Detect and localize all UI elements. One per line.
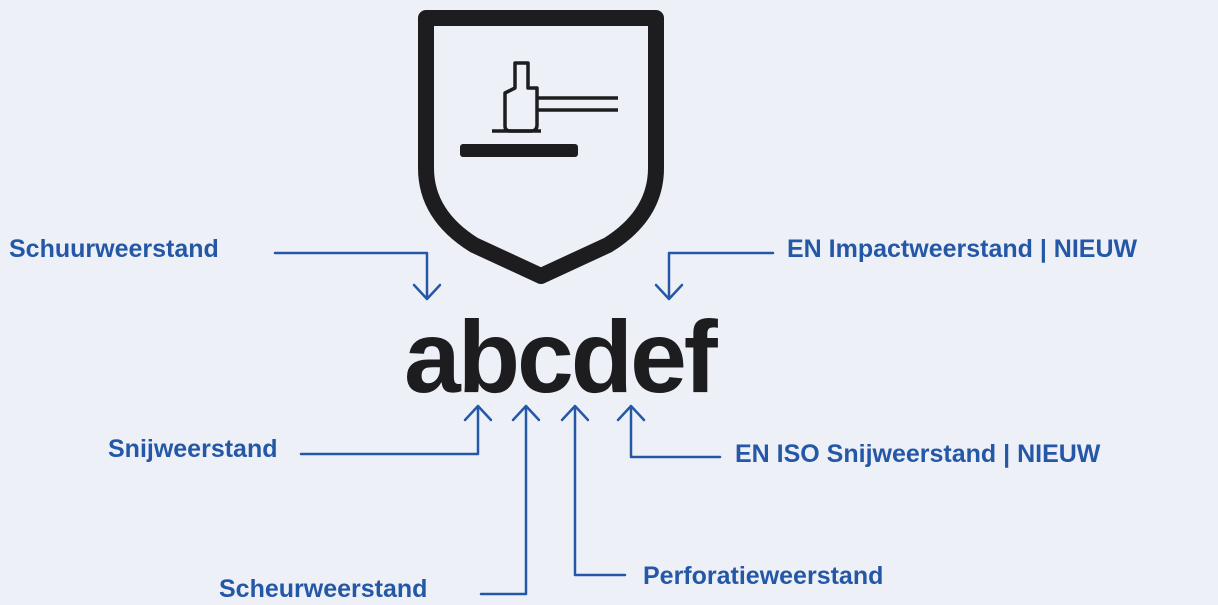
impact-connector — [654, 251, 775, 301]
label-cut-resistance: Snijweerstand — [108, 435, 278, 463]
surface-bar — [460, 144, 578, 157]
label-puncture-resistance: Perforatieweerstand — [643, 562, 884, 590]
puncture-connector — [560, 404, 627, 577]
abrasion-connector — [273, 251, 442, 301]
shield-hammer-impact-icon — [418, 10, 664, 284]
iso-cut-connector — [616, 404, 722, 459]
performance-code: abcdef — [404, 300, 718, 414]
hammer-head — [503, 61, 539, 133]
label-impact-resistance: EN Impactweerstand | NIEUW — [787, 235, 1138, 263]
shield-outline — [418, 10, 664, 284]
cut-connector — [299, 404, 493, 456]
label-iso-cut-resistance: EN ISO Snijweerstand | NIEUW — [735, 440, 1101, 468]
label-tear-resistance: Scheurweerstand — [219, 575, 428, 603]
label-abrasion-resistance: Schuurweerstand — [9, 235, 219, 263]
tear-connector — [479, 404, 541, 596]
